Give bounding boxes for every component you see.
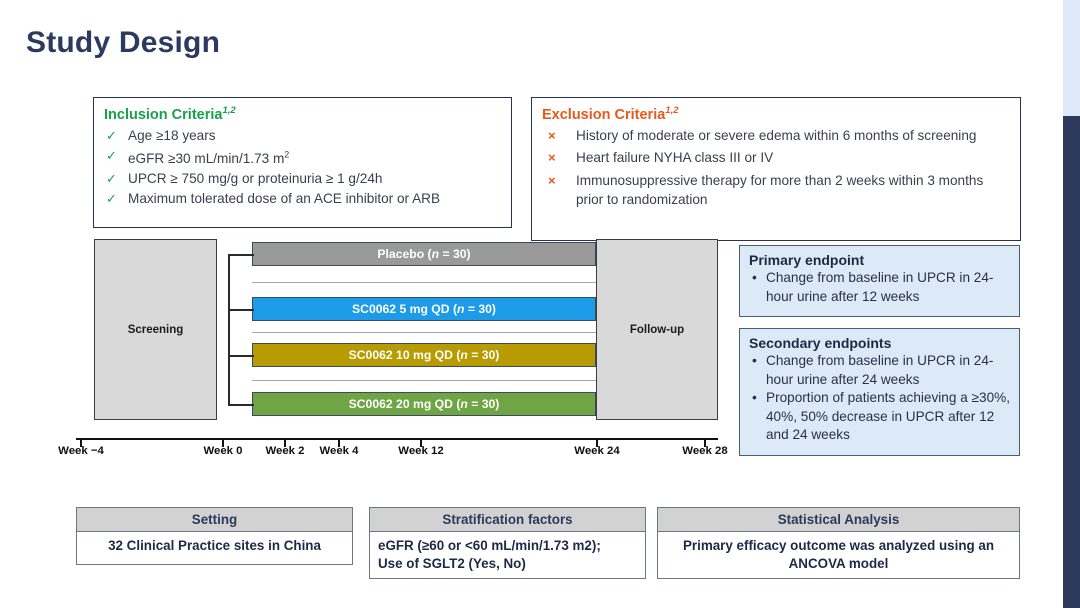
exclusion-criteria-item: × History of moderate or severe edema wit…	[542, 126, 1010, 146]
randomization-bracket-arm-placebo	[228, 254, 254, 256]
exclusion-criteria-item-text: Immunosuppressive therapy for more than …	[576, 172, 984, 208]
arm-separator-rule	[252, 379, 596, 381]
inclusion-criteria-item-text: Age ≥18 years	[128, 127, 216, 143]
arm-label: SC0062 20 mg QD (n = 30)	[348, 397, 500, 411]
exclusion-criteria-item: × Heart failure NYHA class III or IV	[542, 148, 1010, 168]
exclusion-criteria-mark-icon: ×	[548, 150, 556, 166]
treatment-arm-sc0062-10: SC0062 10 mg QD (n = 30)	[252, 343, 596, 367]
secondary-endpoint-box: Secondary endpoints • Change from baselin…	[739, 328, 1020, 456]
timeline-tick	[338, 438, 340, 447]
statistical-table-header: Statistical Analysis	[658, 508, 1019, 532]
inclusion-criteria-box: Inclusion Criteria1,2 ✓ Age ≥18 years ✓ eGF…	[93, 97, 512, 228]
primary-endpoint-item: • Change from baseline in UPCR in 24-hour…	[749, 269, 1011, 306]
timeline-tick	[284, 438, 286, 447]
exclusion-criteria-box: Exclusion Criteria1,2 × History of modera…	[531, 97, 1021, 241]
primary-endpoint-list: • Change from baseline in UPCR in 24-hour…	[740, 269, 1019, 306]
setting-table-header: Setting	[77, 508, 352, 532]
randomization-bracket-arm-sc0062-10	[228, 355, 254, 357]
timeline-tick-label: Week 28	[682, 445, 728, 457]
timeline-tick-label: Week 2	[265, 445, 305, 457]
timeline-tick	[420, 438, 422, 447]
stratification-table-header: Stratification factors	[370, 508, 645, 532]
randomization-bracket-spine	[228, 256, 230, 405]
timeline-tick	[222, 438, 224, 447]
statistical-analysis-table: Statistical Analysis Primary efficacy ou…	[657, 507, 1020, 579]
exclusion-criteria-list: × History of moderate or severe edema wit…	[532, 126, 1020, 210]
stratification-table-body: eGFR (≥60 or <60 mL/min/1.73 m2); Use of…	[370, 532, 645, 576]
exclusion-criteria-item: × Immunosuppressive therapy for more than…	[542, 171, 1010, 210]
inclusion-title-superscript: 1,2	[222, 105, 236, 116]
primary-endpoint-title: Primary endpoint	[749, 252, 865, 268]
timeline-tick	[80, 438, 82, 447]
inclusion-criteria-item: ✓ Age ≥18 years	[104, 126, 501, 145]
inclusion-criteria-item-text: eGFR ≥30 mL/min/1.73 m2	[128, 149, 290, 167]
secondary-endpoint-item: • Change from baseline in UPCR in 24-hour…	[749, 352, 1011, 389]
timeline-tick-label: Week 12	[398, 445, 444, 457]
stratification-line-2: Use of SGLT2 (Yes, No)	[378, 555, 526, 571]
arm-label: SC0062 5 mg QD (n = 30)	[352, 302, 496, 316]
inclusion-criteria-list: ✓ Age ≥18 years ✓ eGFR ≥30 mL/min/1.73 m2 ✓ U…	[94, 126, 511, 209]
primary-endpoint-item-text: Change from baseline in UPCR in 24-hour …	[766, 270, 994, 304]
inclusion-criteria-item: ✓ Maximum tolerated dose of an ACE inhibi…	[104, 189, 501, 208]
exclusion-criteria-item-text: History of moderate or severe edema with…	[576, 127, 977, 143]
timeline-tick-label: Week −4	[58, 445, 104, 457]
treatment-arm-placebo: Placebo (n = 30)	[252, 242, 596, 266]
exclusion-criteria-item-text: Heart failure NYHA class III or IV	[576, 150, 774, 166]
exclusion-criteria-mark-icon: ×	[548, 172, 556, 188]
inclusion-criteria-item: ✓ UPCR ≥ 750 mg/g or proteinuria ≥ 1 g/24…	[104, 169, 501, 188]
exclusion-title-superscript: 1,2	[665, 105, 679, 116]
primary-endpoint-bullet-icon: •	[752, 269, 757, 285]
inclusion-title-text: Inclusion Criteria	[104, 106, 223, 123]
randomization-bracket-arm-sc0062-20	[228, 404, 254, 406]
timeline-tick-label: Week 24	[574, 445, 620, 457]
inclusion-criteria-mark-icon: ✓	[106, 127, 117, 143]
inclusion-criteria-item-text: Maximum tolerated dose of an ACE inhibit…	[128, 191, 441, 207]
inclusion-criteria-item-text: UPCR ≥ 750 mg/g or proteinuria ≥ 1 g/24h	[128, 171, 383, 187]
right-edge-strip-top	[1063, 0, 1080, 116]
screening-box: Screening	[94, 239, 217, 420]
arm-separator-rule	[252, 281, 596, 283]
treatment-arm-sc0062-20: SC0062 20 mg QD (n = 30)	[252, 392, 596, 416]
timeline-tick-label: Week 4	[319, 445, 359, 457]
setting-table-body: 32 Clinical Practice sites in China	[108, 538, 321, 553]
secondary-endpoint-title: Secondary endpoints	[749, 335, 892, 351]
treatment-arm-sc0062-5: SC0062 5 mg QD (n = 30)	[252, 297, 596, 321]
arm-separator-rule	[252, 332, 596, 333]
exclusion-criteria-title: Exclusion Criteria1,2	[542, 105, 1020, 123]
timeline-tick-label: Week 0	[203, 445, 243, 457]
followup-box: Follow-up	[596, 239, 718, 420]
inclusion-criteria-title: Inclusion Criteria1,2	[104, 105, 511, 123]
timeline-tick	[704, 438, 706, 447]
arm-label: Placebo (n = 30)	[377, 247, 471, 261]
secondary-endpoint-list: • Change from baseline in UPCR in 24-hour…	[740, 352, 1019, 445]
primary-endpoint-box: Primary endpoint • Change from baseline i…	[739, 245, 1020, 317]
inclusion-criteria-mark-icon: ✓	[106, 147, 117, 163]
statistical-table-body: Primary efficacy outcome was analyzed us…	[682, 538, 995, 571]
arm-label: SC0062 10 mg QD (n = 30)	[348, 348, 500, 362]
secondary-endpoint-bullet-icon: •	[752, 352, 757, 368]
exclusion-criteria-mark-icon: ×	[548, 127, 556, 143]
timeline-tick	[596, 438, 598, 447]
inclusion-criteria-item: ✓ eGFR ≥30 mL/min/1.73 m2	[104, 146, 501, 169]
timeline-axis	[76, 438, 718, 440]
inclusion-criteria-mark-icon: ✓	[106, 191, 117, 207]
secondary-endpoint-item-text: Change from baseline in UPCR in 24-hour …	[766, 353, 994, 387]
exclusion-title-text: Exclusion Criteria	[542, 106, 666, 123]
stratification-table: Stratification factors eGFR (≥60 or <60 …	[369, 507, 646, 579]
setting-table: Setting 32 Clinical Practice sites in Ch…	[76, 507, 353, 565]
stratification-line-1: eGFR (≥60 or <60 mL/min/1.73 m2);	[378, 538, 601, 553]
randomization-bracket-arm-sc0062-5	[228, 309, 254, 311]
secondary-endpoint-bullet-icon: •	[752, 389, 757, 405]
secondary-endpoint-item: • Proportion of patients achieving a ≥30%…	[749, 389, 1011, 445]
secondary-endpoint-item-text: Proportion of patients achieving a ≥30%,…	[766, 390, 1010, 442]
right-edge-strip-bottom	[1063, 116, 1080, 608]
inclusion-criteria-mark-icon: ✓	[106, 171, 117, 187]
page-title: Study Design	[26, 26, 221, 59]
